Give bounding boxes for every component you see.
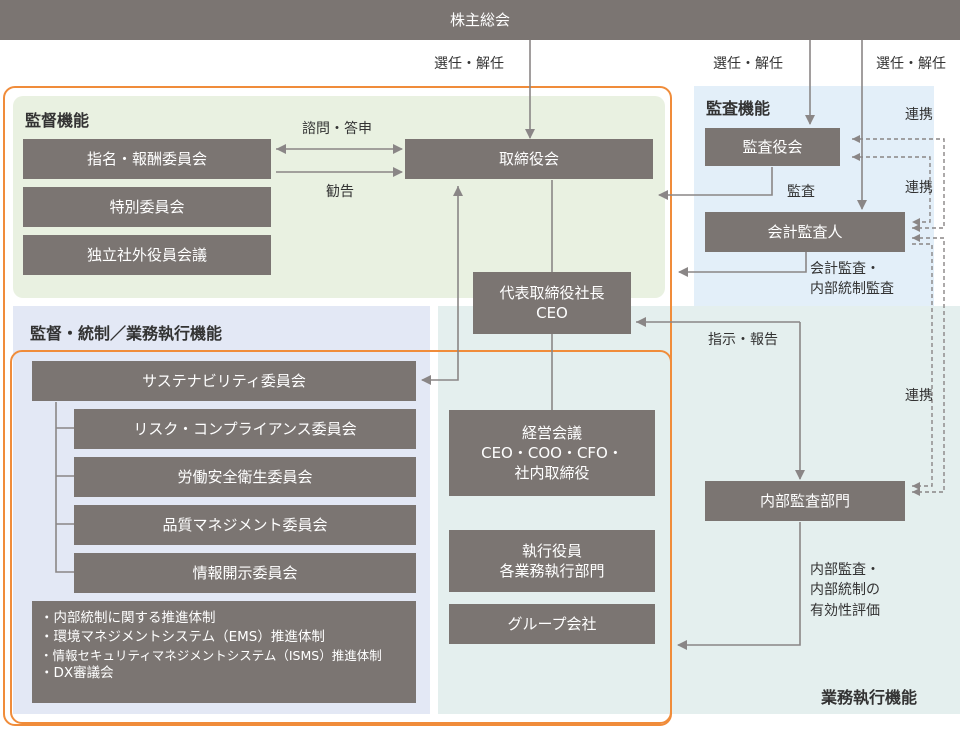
supervision-label: 監督機能 [25,111,90,130]
president-ceo: 代表取締役社長 CEO [473,272,631,334]
internal-eval-line2: 内部統制の [810,582,880,599]
coop-label-2: 連携 [905,180,933,196]
shareholders-meeting: 株主総会 [0,0,960,40]
instruct-label: 指示・報告 [708,332,778,348]
officers-title: 執行役員 [521,541,582,560]
accounting-audit-line1: 会計監査・ [810,261,880,277]
sustainability-committee: サステナビリティ委員会 [32,361,416,401]
supervision-control-label: 監督・統制／業務執行機能 [30,324,223,343]
audit-label-text: 監査 [787,184,815,200]
advice-label: 勧告 [326,184,354,200]
president-title: 代表取締役社長 [499,283,605,302]
promotion-systems-box: ・内部統制に関する推進体制 ・環境マネジメントシステム（EMS）推進体制 ・情報… [32,601,416,703]
independent-officers-meeting: 独立社外役員会議 [23,235,271,275]
officers-departments: 各業務執行部門 [499,562,605,580]
bullet-item: ・DX審議会 [40,665,114,682]
accounting-audit-line2: 内部統制監査 [810,281,894,298]
audit-label: 監査機能 [706,99,771,118]
accounting-audit-label: 会計監査・ 内部統制監査 [810,259,894,300]
quality-management-committee: 品質マネジメント委員会 [74,505,416,545]
risk-compliance-committee: リスク・コンプライアンス委員会 [74,409,416,449]
labor-safety-committee: 労働安全衛生委員会 [74,457,416,497]
disclosure-committee: 情報開示委員会 [74,553,416,593]
audit-board: 監査役会 [705,128,840,166]
internal-audit-department: 内部監査部門 [705,481,905,521]
group-companies: グループ会社 [449,604,655,644]
coop-label-1: 連携 [905,107,933,123]
elect-label-accounting: 選任・解任 [876,56,946,72]
nomination-committee: 指名・報酬委員会 [23,139,271,179]
executive-officers: 執行役員 各業務執行部門 [449,530,655,592]
mgmt-meeting-members-2: 社内取締役 [514,464,590,483]
mgmt-meeting-members: CEO・COO・CFO・ [481,443,623,462]
president-ceo-text: CEO [536,304,568,322]
bullet-item: ・内部統制に関する推進体制 [40,610,216,626]
accounting-auditor: 会計監査人 [705,212,905,252]
committee-outline [10,350,672,724]
elect-label-audit: 選任・解任 [713,56,783,72]
management-meeting: 経営会議 CEO・COO・CFO・ 社内取締役 [449,410,655,496]
consult-label: 諮問・答申 [302,121,372,137]
internal-eval-line1: 内部監査・ [810,562,880,578]
elect-label-board: 選任・解任 [434,56,504,72]
execution-label: 業務執行機能 [821,688,918,707]
special-committee: 特別委員会 [23,187,271,227]
promotion-systems-list: ・内部統制に関する推進体制 ・環境マネジメントシステム（EMS）推進体制 ・情報… [40,609,382,683]
internal-eval-label: 内部監査・ 内部統制の 有効性評価 [810,560,880,621]
bullet-item: ・情報セキュリティマネジメントシステム（ISMS）推進体制 [40,647,382,663]
internal-eval-line3: 有効性評価 [810,602,880,619]
mgmt-meeting-title: 経営会議 [521,423,582,442]
board-of-directors: 取締役会 [405,139,653,179]
bullet-item: ・環境マネジメントシステム（EMS）推進体制 [40,628,325,645]
coop-label-3: 連携 [905,388,933,404]
